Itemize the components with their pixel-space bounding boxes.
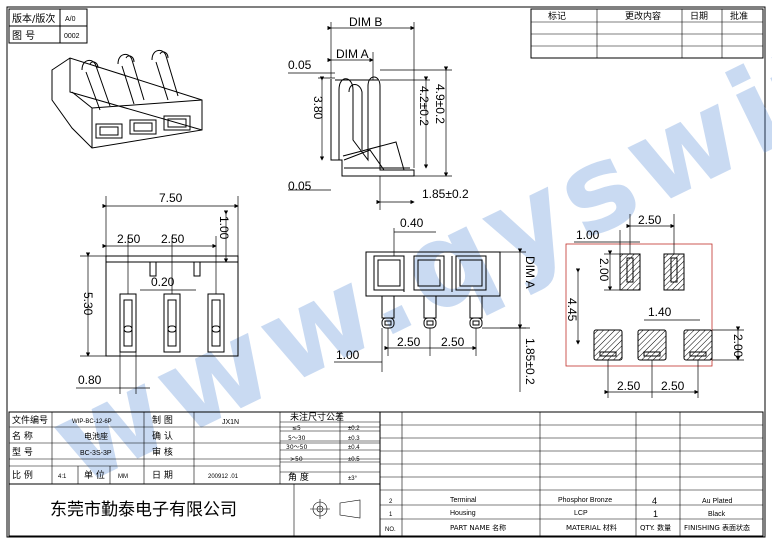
revision-table: 标记 更改内容 日期 批准: [530, 8, 764, 59]
bom-row2-no: 2: [389, 499, 393, 505]
dim-250-pcb-top: 2.50: [638, 213, 662, 227]
bom-row1-no: 1: [389, 512, 393, 518]
version-value: A/0: [65, 16, 76, 23]
dim-005-top: 0.05: [288, 58, 312, 72]
dim-020: 0.20: [151, 275, 175, 289]
dim-080: 0.80: [78, 373, 102, 387]
dim-a-label: DIM A: [336, 47, 369, 61]
dim-530: 5.30: [81, 292, 95, 316]
label-drafter: 制 图: [152, 414, 173, 426]
dim-005-bottom: 0.05: [288, 179, 312, 193]
tol-range-2: 5～30: [288, 435, 306, 442]
dim-b-label: DIM B: [349, 15, 382, 29]
dim-250-a: 2.50: [117, 232, 141, 246]
label-date: 日 期: [152, 470, 173, 481]
bom-header-part: PART NAME 名称: [450, 523, 506, 532]
dim-250-pcb-a: 2.50: [617, 379, 641, 393]
rev-header-content: 更改内容: [625, 10, 661, 22]
rear-view: 0.40 DIM A 1.85±0.2 1.00 2.50 2.50: [334, 216, 537, 392]
dim-185-side: 1.85±0.2: [422, 187, 469, 201]
value-scale: 4:1: [58, 474, 67, 480]
tol-range-1: ≤5: [292, 425, 301, 432]
front-view: 7.50 2.50 2.50 1.00 0.20 5.30 0.80: [76, 191, 239, 394]
tol-range-3: 30～50: [286, 444, 307, 451]
bom-row1-finish: Black: [708, 511, 726, 518]
label-review: 审 核: [152, 446, 173, 458]
company-name: 东莞市勤泰电子有限公司: [50, 500, 237, 520]
isometric-view: [51, 50, 203, 149]
dim-750: 7.50: [159, 191, 183, 205]
label-file-no: 文件编号: [12, 414, 48, 426]
label-confirm: 确 认: [152, 430, 173, 442]
value-unit: MM: [118, 474, 128, 480]
tol-value-1: ±0.2: [348, 426, 360, 432]
tol-value-2: ±0.3: [348, 436, 360, 442]
dim-a-vertical: DIM A: [523, 256, 537, 289]
tol-value-3: ±0.4: [348, 445, 360, 451]
pcb-layout: 2.50 1.00 2.00 4.45 1.40 2.00 2.50 2.50: [565, 213, 745, 398]
angle-label: 角 度: [288, 471, 309, 483]
dim-42: 4.2±0.2: [417, 86, 431, 126]
rev-header-mark: 标记: [548, 10, 566, 22]
version-box: 版本/版次 A/0 图 号 0002: [8, 8, 88, 44]
dim-380: 3.80: [311, 96, 325, 120]
dim-200-pcb-left: 2.00: [597, 258, 611, 282]
dim-140: 1.40: [648, 305, 672, 319]
bom-row2-part: Terminal: [450, 497, 477, 504]
dim-49: 4.9±0.2: [433, 84, 447, 124]
dim-185-rear: 1.85±0.2: [523, 338, 537, 385]
value-file-no: WIP-BC-12-6P: [72, 419, 112, 425]
version-label: 版本/版次: [12, 12, 55, 25]
value-drafter: JX1N: [222, 419, 239, 426]
drawing-no-value: 0002: [64, 33, 80, 40]
dim-250-rear-a: 2.50: [397, 335, 421, 349]
side-view: DIM B DIM A 0.05 3.80 4.2±0.2 4.9±0.2 0.…: [288, 15, 469, 210]
sheet-border: [6, 6, 766, 538]
dim-250-pcb-b: 2.50: [661, 379, 685, 393]
value-model: BC-3S-3P: [80, 450, 112, 457]
bom-row2-material: Phosphor Bronze: [558, 497, 612, 504]
bom-row2-qty: 4: [652, 496, 657, 506]
bom-row1-part: Housing: [450, 510, 476, 517]
bom-header-material: MATERIAL 材料: [566, 523, 617, 532]
bom-row1-material: LCP: [574, 510, 588, 517]
dim-100-pcb: 1.00: [576, 228, 600, 242]
dim-040: 0.40: [400, 216, 424, 230]
value-date: 200912 .01: [208, 474, 239, 480]
tol-range-4: >50: [290, 456, 303, 463]
info-block: 文件编号 WIP-BC-12-6P 制 图 JX1N 名 称 电池座 确 认 型…: [8, 411, 381, 537]
dim-200-pcb-right: 2.00: [731, 334, 745, 358]
dim-100-front: 1.00: [217, 216, 231, 240]
tolerance-header: 未注尺寸公差: [290, 411, 344, 423]
projection-symbol-icon: [310, 499, 361, 519]
label-name: 名 称: [12, 430, 33, 442]
value-name: 电池座: [84, 431, 108, 441]
bom-table: 2 Terminal Phosphor Bronze 4 Au Plated 1…: [379, 411, 764, 537]
drawing-no-label: 图 号: [12, 30, 35, 42]
bom-header-qty: QTY. 数量: [640, 523, 671, 532]
bom-row2-finish: Au Plated: [702, 498, 732, 505]
bom-header-finish: FINISHING 表面状态: [684, 523, 750, 532]
label-unit: 单 位: [84, 469, 105, 481]
rev-header-approve: 批准: [730, 10, 748, 22]
tol-value-4: ±0.5: [348, 457, 360, 463]
angle-value: ±3°: [348, 476, 358, 482]
label-scale: 比 例: [12, 469, 33, 481]
dim-250-rear-b: 2.50: [441, 335, 465, 349]
label-model: 型 号: [12, 447, 33, 458]
dim-445: 4.45: [565, 298, 579, 322]
dim-100-rear: 1.00: [336, 348, 360, 362]
bom-row1-qty: 1: [653, 509, 658, 519]
dim-250-b: 2.50: [161, 232, 185, 246]
rev-header-date: 日期: [690, 11, 708, 22]
bom-header-no: NO.: [385, 527, 396, 533]
